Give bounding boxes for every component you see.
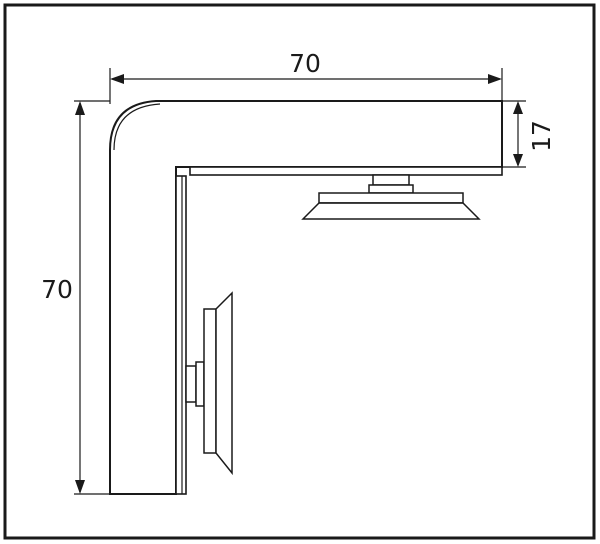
side-clamp-plate — [175, 175, 187, 495]
top-suction-cup — [301, 174, 481, 220]
width-dimension: 70 — [109, 49, 503, 104]
side-suction-cup — [185, 291, 233, 476]
thickness-dimension-label: 17 — [527, 120, 556, 152]
top-clamp-plate — [189, 166, 503, 176]
drawing-frame — [3, 3, 596, 540]
height-dimension-label: 70 — [41, 275, 73, 304]
height-dimension: 70 — [40, 100, 176, 495]
bracket-outer-arc — [113, 103, 161, 151]
width-dimension-label: 70 — [289, 49, 321, 78]
thickness-dimension: 17 — [502, 100, 556, 168]
